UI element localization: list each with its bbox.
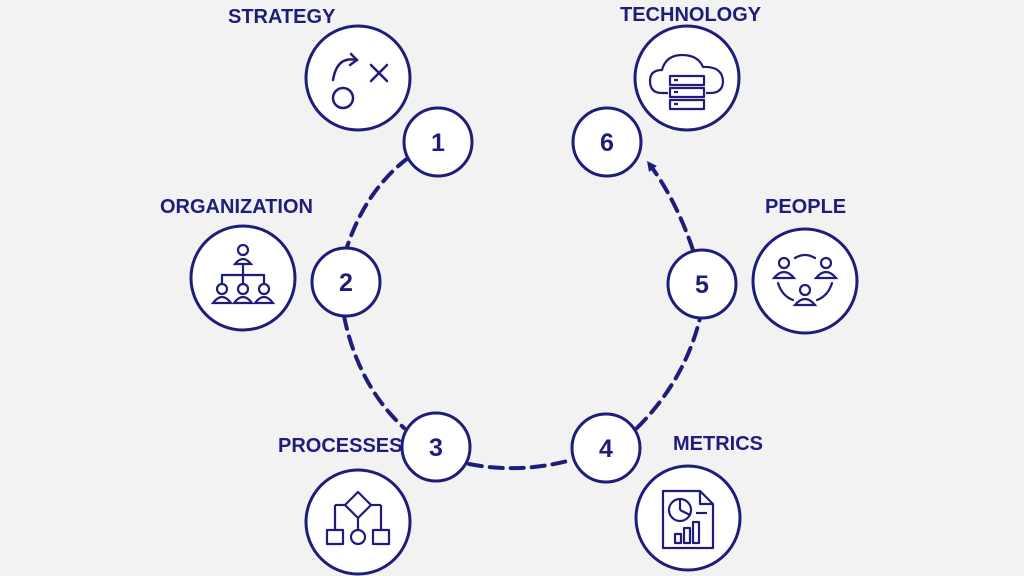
step-circle-5 [666,248,738,320]
step-circle-3 [400,411,472,483]
step-circle-2 [310,246,382,318]
connector-1-2 [345,156,410,249]
step-circle-1 [402,106,474,178]
step-label-organization: ORGANIZATION [160,196,313,218]
org-chart-icon [210,243,276,305]
step-number-4: 4 [599,435,613,463]
icon-circle-technology [633,24,741,132]
step-circle-4 [570,412,642,484]
step-label-processes: PROCESSES [278,435,403,457]
connector-4-5 [635,316,702,430]
icon-circle-people [751,227,859,335]
step-number-1: 1 [431,129,445,157]
step-label-technology: TECHNOLOGY [620,4,762,26]
step-number-2: 2 [339,269,353,297]
step-label-people: PEOPLE [765,196,847,218]
cloud-server-icon [648,53,725,111]
people-network-icon [771,253,839,307]
process-flowchart-icon [325,490,391,546]
metrics-report-icon [661,489,715,550]
step-circle-6 [571,106,643,178]
connector-3-4 [467,458,573,471]
strategy-play-icon [331,52,389,110]
step-number-6: 6 [600,129,614,157]
step-label-metrics: METRICS [673,433,763,455]
step-circles [310,106,738,484]
connector-5-6 [647,160,695,252]
step-number-5: 5 [695,271,709,299]
cycle-connectors [342,156,702,471]
step-label-strategy: STRATEGY [228,6,336,28]
connector-2-3 [342,314,406,430]
icon-circle-strategy [304,24,412,132]
step-number-3: 3 [429,434,443,462]
